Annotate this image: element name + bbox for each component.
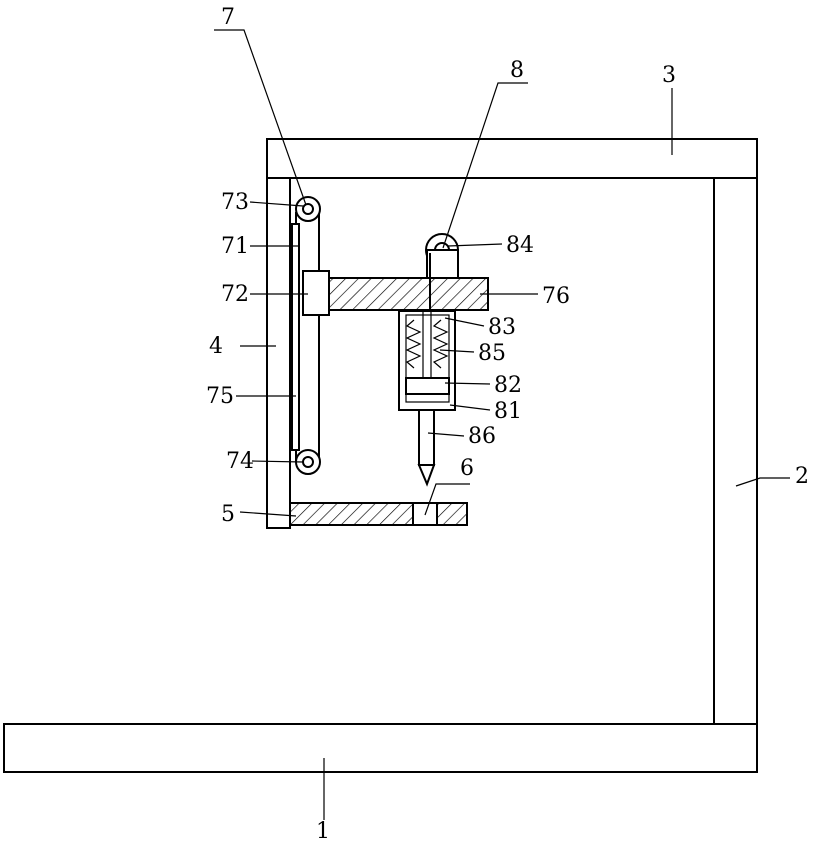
label-3: 3 (662, 63, 676, 88)
label-4: 4 (209, 334, 223, 359)
label-2: 2 (795, 464, 809, 489)
label-6: 6 (460, 456, 474, 481)
needle (419, 410, 434, 465)
label-85: 85 (478, 341, 506, 366)
label-73: 73 (221, 190, 249, 215)
label-5: 5 (221, 502, 235, 527)
hanging-plate (267, 178, 290, 528)
label-86: 86 (468, 424, 496, 449)
piston (406, 378, 449, 394)
upper-pulley (296, 197, 320, 221)
guide-rail (292, 224, 299, 450)
label-72: 72 (221, 282, 249, 307)
base-plate (4, 724, 757, 772)
label-1: 1 (316, 819, 330, 844)
pulley-bracket (427, 250, 458, 278)
label-81: 81 (494, 399, 522, 424)
label-82: 82 (494, 373, 522, 398)
label-75: 75 (206, 384, 234, 409)
label-84: 84 (506, 233, 534, 258)
needle-tip (419, 465, 434, 484)
slider-block (303, 271, 329, 315)
label-76: 76 (542, 284, 570, 309)
label-74: 74 (226, 449, 254, 474)
label-71: 71 (221, 234, 249, 259)
label-7: 7 (221, 5, 235, 30)
bottom-plate (290, 503, 467, 525)
top-beam (267, 139, 757, 178)
label-8: 8 (510, 58, 524, 83)
vertical-column (714, 178, 757, 724)
label-83: 83 (488, 315, 516, 340)
horizontal-arm (328, 278, 488, 310)
